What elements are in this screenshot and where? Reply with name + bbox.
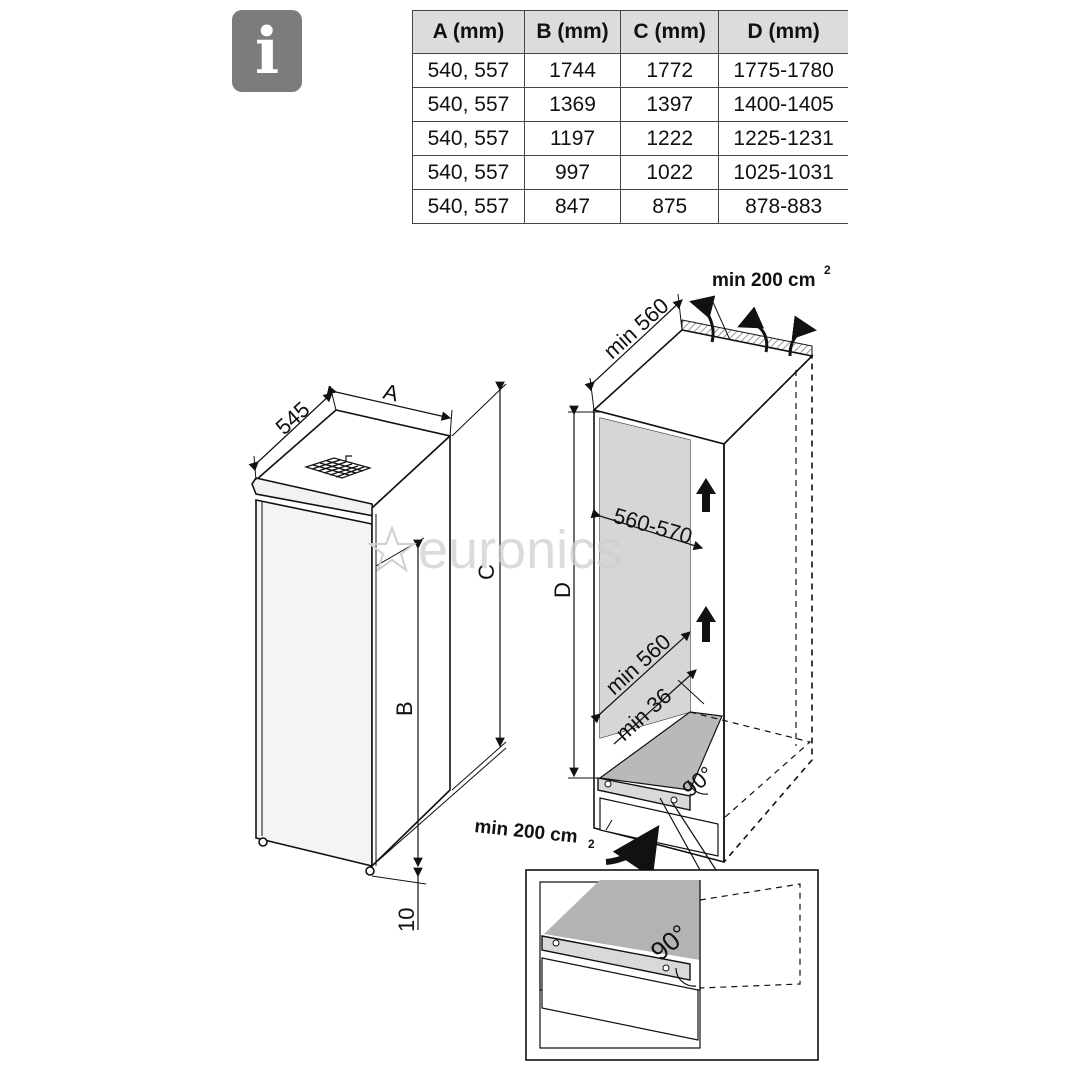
niche-floor-shelf xyxy=(598,711,723,791)
label-top-vent-sup: 2 xyxy=(824,263,831,277)
dimensions-table: A (mm) B (mm) C (mm) D (mm) 540, 557 174… xyxy=(412,10,848,224)
cell-a: 540, 557 xyxy=(412,155,525,190)
appliance-door xyxy=(255,499,373,868)
niche-drawing xyxy=(568,293,817,879)
table-row: 540, 557 1369 1397 1400-1405 xyxy=(412,87,848,122)
table-row: 540, 557 1197 1222 1225-1231 xyxy=(412,121,848,156)
cell-c: 1397 xyxy=(620,87,720,122)
cell-b: 1369 xyxy=(523,87,622,122)
appliance-side xyxy=(371,434,451,868)
table-row: 540, 557 997 1022 1025-1031 xyxy=(412,155,848,190)
label-b: B xyxy=(392,701,417,716)
info-icon: i xyxy=(232,10,302,92)
header-b: B (mm) xyxy=(523,10,622,54)
cell-c: 1772 xyxy=(620,53,720,88)
header-d: D (mm) xyxy=(718,10,848,54)
detail-inset xyxy=(525,869,819,1061)
cell-d: 1025-1031 xyxy=(718,155,848,190)
cell-b: 847 xyxy=(523,189,622,224)
label-bottom-vent-sup: 2 xyxy=(588,837,595,851)
label-bottom-vent: min 200 cm xyxy=(473,816,578,848)
airflow-arrow-icon xyxy=(689,295,716,343)
cell-d: 1400-1405 xyxy=(718,87,848,122)
cell-b: 1744 xyxy=(523,53,622,88)
cell-a: 540, 557 xyxy=(412,87,525,122)
cell-b: 1197 xyxy=(523,121,622,156)
airflow-arrow-icon xyxy=(788,315,817,357)
star-icon xyxy=(367,525,417,573)
table-header-row: A (mm) B (mm) C (mm) D (mm) xyxy=(412,10,848,54)
detail-shelf xyxy=(544,880,700,960)
info-glyph: i xyxy=(254,14,280,89)
header-c: C (mm) xyxy=(620,10,720,54)
cell-d: 1225-1231 xyxy=(718,121,848,156)
label-top-vent: min 200 cm xyxy=(712,270,816,291)
appliance-drawing xyxy=(248,381,507,930)
label-a: A xyxy=(381,379,402,407)
watermark-text: euronics xyxy=(418,520,622,580)
detail-plinth-bar xyxy=(541,935,691,981)
cell-a: 540, 557 xyxy=(412,189,525,224)
cell-c: 875 xyxy=(620,189,720,224)
upflow-arrow-icon xyxy=(696,478,716,642)
label-d: D xyxy=(550,582,575,598)
cell-b: 997 xyxy=(523,155,622,190)
cell-d: 1775-1780 xyxy=(718,53,848,88)
inflow-arrow-icon xyxy=(605,825,660,879)
cell-c: 1222 xyxy=(620,121,720,156)
cell-a: 540, 557 xyxy=(412,121,525,156)
table-row: 540, 557 847 875 878-883 xyxy=(412,189,848,224)
plinth-bar xyxy=(597,777,691,811)
label-10: 10 xyxy=(394,908,419,932)
cell-c: 1022 xyxy=(620,155,720,190)
label-c: C xyxy=(474,564,499,580)
airflow-arrow-icon xyxy=(737,306,769,353)
watermark-logo: euronics xyxy=(367,520,622,580)
cell-d: 878-883 xyxy=(718,189,848,224)
cell-a: 540, 557 xyxy=(412,53,525,88)
table-row: 540, 557 1744 1772 1775-1780 xyxy=(412,53,848,88)
header-a: A (mm) xyxy=(412,10,525,54)
label-545: 545 xyxy=(271,397,315,440)
